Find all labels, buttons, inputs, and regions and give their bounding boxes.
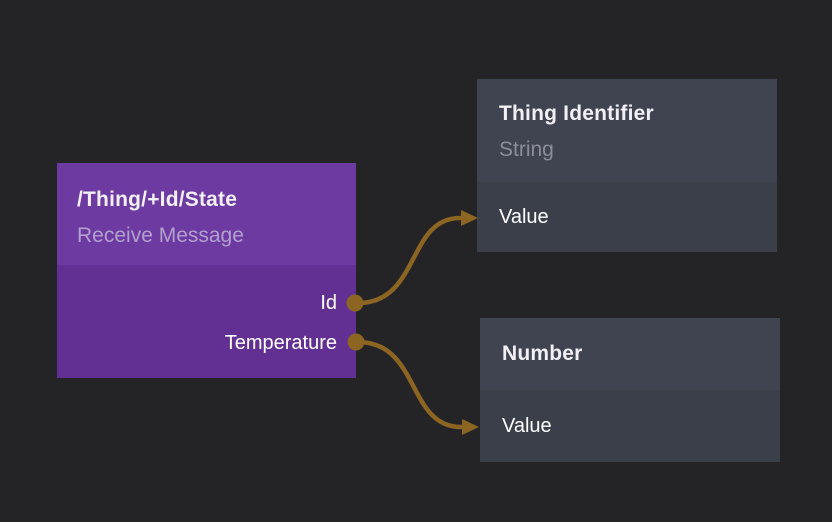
node-subtitle: String (499, 138, 554, 161)
input-row-value: Value (480, 390, 780, 462)
node-thing-identifier-inputs: Value (477, 182, 777, 252)
arrowhead-number-value (462, 419, 479, 435)
node-title: /Thing/+Id/State (77, 188, 238, 211)
node-thing-identifier-header: Thing Identifier String (477, 79, 777, 182)
input-label-value: Value (502, 414, 552, 437)
output-label-id: Id (320, 291, 337, 314)
node-thing-identifier[interactable]: Thing Identifier String Value (477, 79, 777, 252)
output-label-temperature: Temperature (224, 331, 337, 354)
output-row-temperature: Temperature (57, 323, 356, 363)
node-number-header: Number (480, 318, 780, 390)
input-row-value: Value (477, 182, 777, 252)
node-title: Thing Identifier (499, 102, 654, 125)
wire-temperature-to-number[interactable] (355, 339, 464, 430)
node-receive-message-header: /Thing/+Id/State Receive Message (57, 163, 356, 265)
node-title: Number (502, 342, 583, 365)
node-receive-message-outputs: Id Temperature (57, 265, 356, 378)
wire-id-to-thing-identifier[interactable] (355, 215, 463, 306)
output-row-id: Id (57, 283, 356, 323)
input-label-value: Value (499, 205, 549, 228)
node-number-inputs: Value (480, 390, 780, 462)
arrowhead-thing-identifier-value (461, 210, 478, 226)
node-subtitle: Receive Message (77, 224, 244, 247)
node-receive-message[interactable]: /Thing/+Id/State Receive Message Id Temp… (57, 163, 356, 378)
node-number[interactable]: Number Value (480, 318, 780, 462)
